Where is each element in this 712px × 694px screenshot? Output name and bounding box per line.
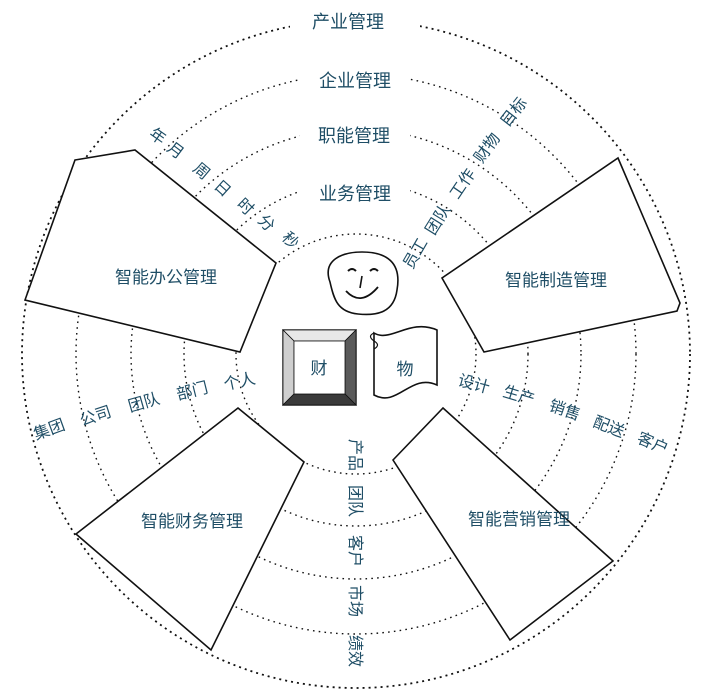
arc-time-week: 周 [189, 159, 213, 184]
arc-org-dept: 部门 [174, 378, 210, 404]
module-box-top-left [23, 149, 277, 353]
arc-chain-delivery: 配送 [591, 412, 628, 441]
module-box-bottom-left [74, 406, 305, 652]
arc-market-performance: 绩效 [346, 635, 365, 667]
arc-time-hour: 时 [233, 194, 258, 219]
ring-label-second: 企业管理 [319, 71, 391, 92]
module-box-bottom-right [391, 406, 615, 642]
ring-label-outer: 产业管理 [312, 12, 384, 33]
ring-5 [235, 233, 477, 475]
arc-target-assets: 财物 [470, 129, 504, 166]
arc-market-team: 团队 [346, 485, 365, 517]
arc-org-group: 集团 [31, 415, 68, 444]
arc-chain-design: 设计 [456, 371, 492, 398]
label-mask-4 [300, 178, 410, 208]
arc-market-product: 产品 [346, 439, 365, 471]
label-mask-3 [300, 120, 410, 150]
module-label-marketing: 智能营销管理 [468, 510, 570, 530]
smiley-face-icon [327, 251, 399, 316]
module-label-finance: 智能财务管理 [141, 512, 243, 532]
goods-label: 物 [397, 360, 414, 380]
arc-target-staff: 员工 [399, 235, 431, 272]
arc-time-year: 年 [146, 124, 170, 149]
module-label-manufacturing: 智能制造管理 [505, 271, 607, 291]
module-box-top-right [440, 156, 681, 353]
arc-market-market: 市场 [346, 585, 365, 617]
arc-target-goal: 目标 [496, 94, 531, 131]
arc-chain-production: 生产 [501, 382, 537, 410]
arc-org-team: 团队 [126, 389, 162, 416]
arc-time-minute: 分 [254, 211, 279, 236]
arc-org-person: 个人 [222, 369, 257, 394]
ring-3 [130, 128, 582, 580]
arc-market-customer: 客户 [346, 535, 365, 567]
label-mask-1 [290, 6, 420, 36]
arc-chain-customer: 客户 [634, 428, 671, 458]
arc-time-month: 月 [164, 138, 188, 163]
ring-label-third: 职能管理 [318, 126, 390, 147]
wealth-box [282, 329, 357, 406]
goods-banner-icon [369, 325, 438, 399]
arc-org-company: 公司 [77, 402, 113, 430]
ring-2 [75, 73, 637, 635]
ring-4 [183, 181, 529, 527]
arc-target-work: 工作 [446, 165, 480, 202]
label-mask-2 [300, 64, 410, 94]
arc-chain-sales: 销售 [547, 396, 583, 424]
ring-label-fourth: 业务管理 [319, 184, 391, 205]
module-label-office: 智能办公管理 [115, 268, 217, 288]
arc-target-team: 团队 [421, 201, 454, 238]
wealth-label: 财 [311, 359, 328, 379]
